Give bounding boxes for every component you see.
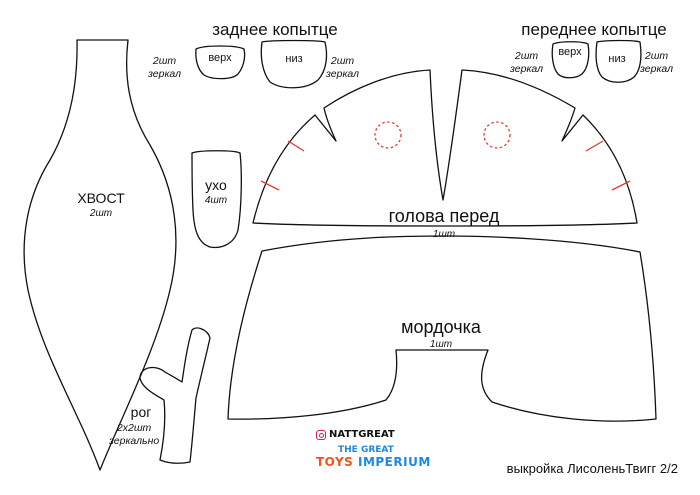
muzzle-label: мордочка xyxy=(401,317,481,337)
front-hoof-title: переднее копытце xyxy=(521,20,667,39)
back-hoof-title: заднее копытце xyxy=(212,20,338,39)
muzzle-piece-outline xyxy=(227,235,657,422)
head-notch-mark xyxy=(287,140,305,152)
brand-toys-text: TOYS xyxy=(316,455,354,469)
brand-line-2: TOYS IMPERIUM xyxy=(316,455,431,469)
mirror-text: зеркал xyxy=(326,68,360,81)
placement-marks xyxy=(260,121,631,191)
qty-text: 2шт xyxy=(514,50,539,62)
tail-qty: 2шт xyxy=(89,208,113,219)
head-notch-mark xyxy=(260,180,280,191)
back-hoof-top-qty: 2шт зеркал xyxy=(148,55,181,81)
brand-line-1: THE GREAT xyxy=(338,445,394,455)
brand-imperium-text: IMPERIUM xyxy=(357,455,431,469)
front-hoof-top-outline xyxy=(551,41,590,79)
back-hoof-bottom-label: низ xyxy=(285,53,303,65)
muzzle-qty: 1шт xyxy=(429,339,453,350)
mirror-text: зеркал xyxy=(510,63,544,76)
mirror-text: зеркально xyxy=(109,435,160,448)
qty-text: 2шт xyxy=(330,55,355,67)
brand-logo: NATTGREAT THE GREAT TOYS IMPERIUM xyxy=(316,429,431,469)
instagram-handle-text: NATTGREAT xyxy=(329,429,395,440)
tail-label: ХВОСТ xyxy=(77,190,125,206)
qty-text: 2х2шт xyxy=(116,422,152,434)
head-front-piece-outline xyxy=(252,69,638,227)
instagram-icon xyxy=(316,429,326,440)
mirror-text: зеркал xyxy=(148,68,182,81)
eye-placement-circle xyxy=(483,121,511,149)
ear-piece-outline xyxy=(191,150,242,249)
front-hoof-top-qty: 2шт зеркал xyxy=(510,50,543,76)
horn-piece-outline xyxy=(139,327,211,464)
front-hoof-bottom-outline xyxy=(595,39,642,83)
mirror-text: зеркал xyxy=(640,63,674,76)
horn-label: рог xyxy=(130,404,152,420)
qty-text: 2шт xyxy=(152,55,177,67)
footer-caption: выкройка ЛисоленьТвигг 2/2 xyxy=(506,461,678,476)
head-qty: 1шт xyxy=(432,229,456,240)
front-hoof-top-label: верх xyxy=(558,46,582,58)
ear-label: ухо xyxy=(205,177,227,193)
front-hoof-bottom-qty: 2шт зеркал xyxy=(640,50,673,76)
head-notch-mark xyxy=(585,140,604,152)
back-hoof-bottom-outline xyxy=(260,39,328,89)
front-hoof-bottom-label: низ xyxy=(608,53,626,65)
instagram-handle: NATTGREAT xyxy=(316,429,431,440)
back-hoof-bottom-qty: 2шт зеркал xyxy=(326,55,359,81)
head-label: голова перед xyxy=(388,206,500,226)
head-notch-mark xyxy=(611,180,631,191)
horn-qty: 2х2шт зеркально xyxy=(109,422,159,448)
ear-qty: 4шт xyxy=(204,195,228,206)
qty-text: 2шт xyxy=(644,50,669,62)
back-hoof-top-label: верх xyxy=(208,52,232,64)
tail-piece-outline xyxy=(23,39,177,471)
eye-placement-circle xyxy=(374,121,402,149)
back-hoof-top-outline xyxy=(195,45,246,80)
